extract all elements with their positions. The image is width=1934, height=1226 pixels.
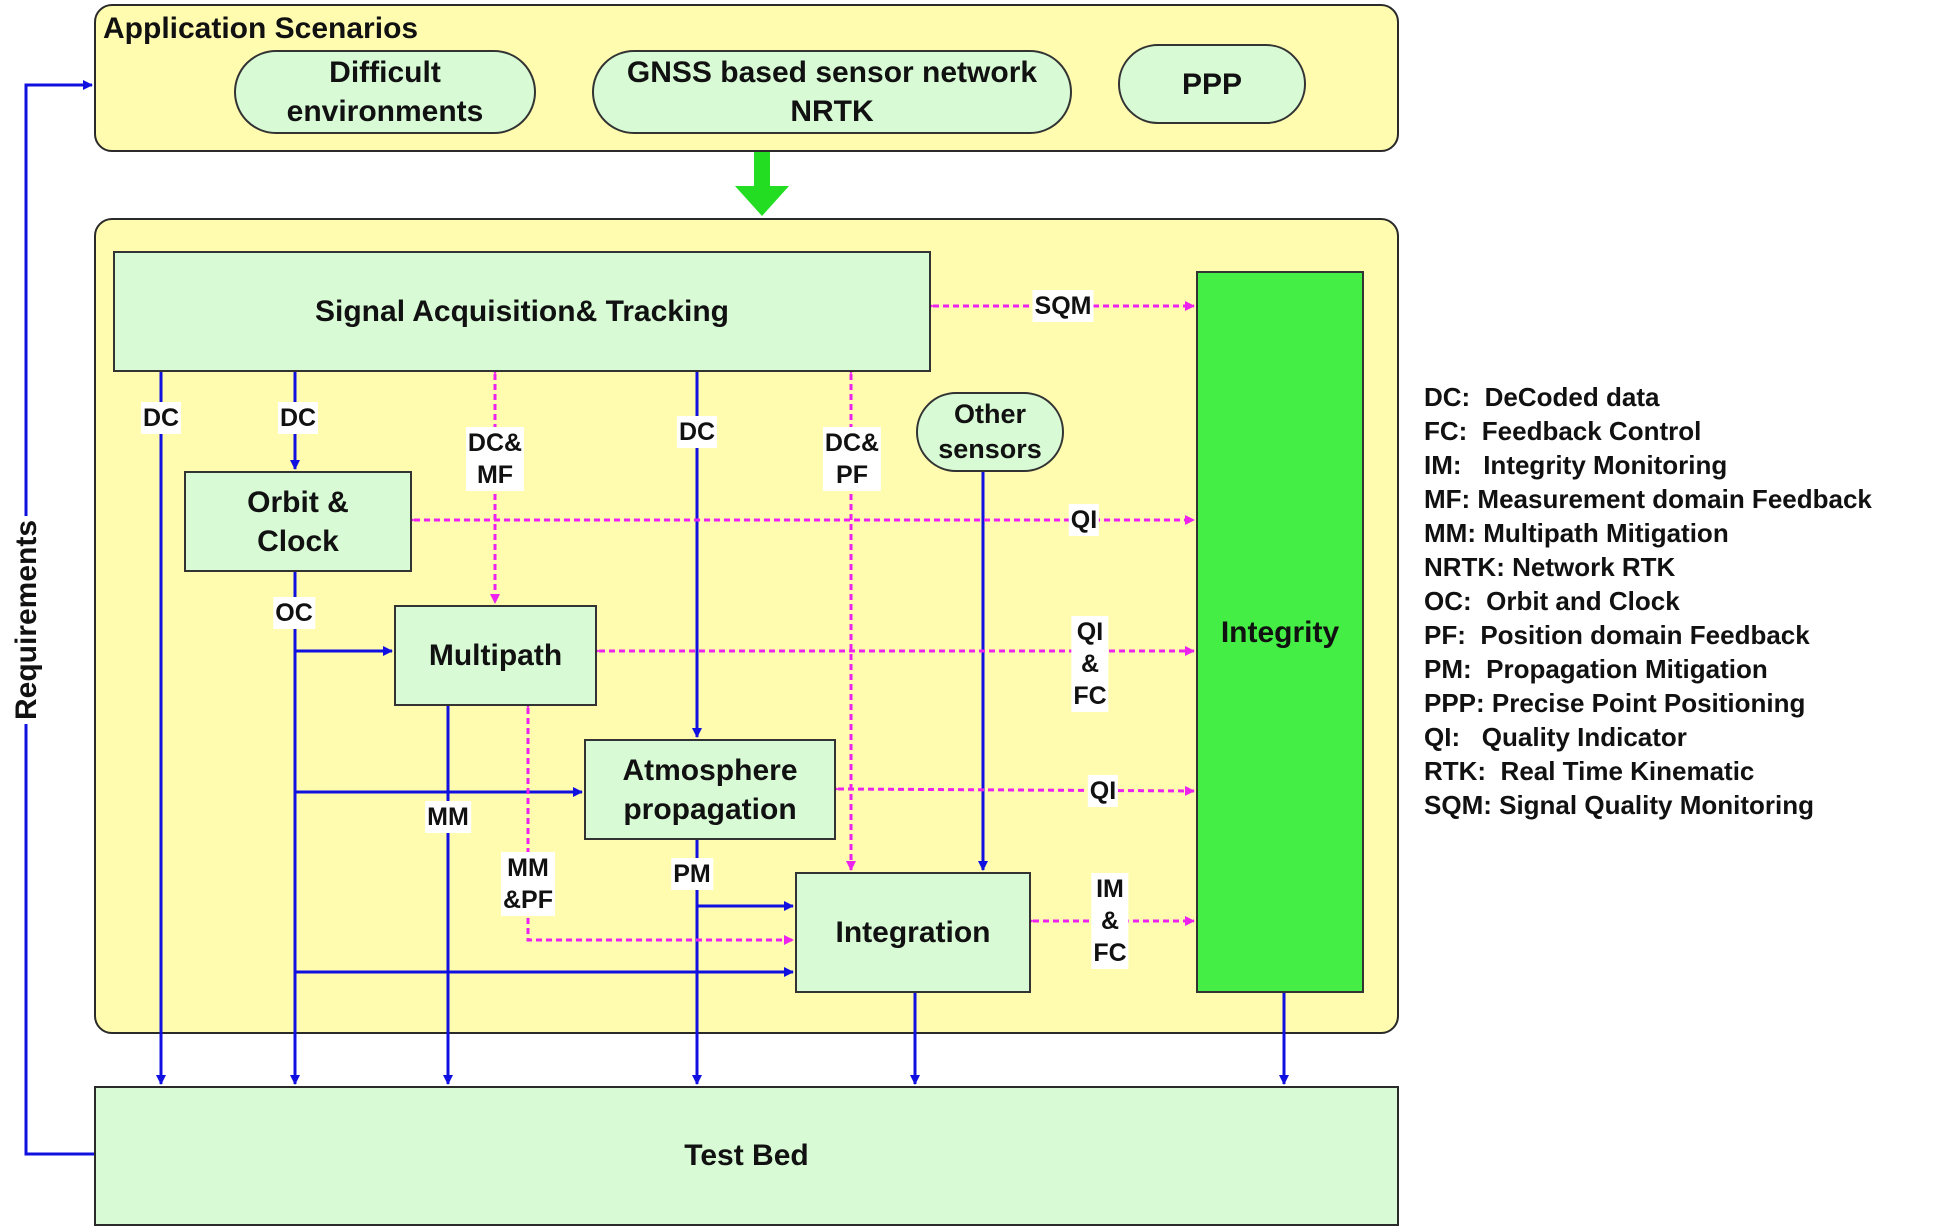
legend-item: NRTK: Network RTK — [1424, 552, 1676, 582]
label-oc: OC — [273, 597, 315, 629]
legend-item: SQM: Signal Quality Monitoring — [1424, 790, 1814, 820]
requirements-label: Requirements — [10, 515, 44, 725]
other-sensors-node[interactable]: Other sensors — [916, 392, 1064, 472]
signal-acquisition-tracking-block[interactable]: Signal Acquisition& Tracking — [113, 251, 931, 372]
scenario-gnss-sensor-network[interactable]: GNSS based sensor network NRTK — [592, 50, 1072, 134]
integrity-block[interactable]: Integrity — [1196, 271, 1364, 993]
label-dc-pf: DC& PF — [822, 427, 882, 491]
label-dc-3: DC — [676, 416, 718, 448]
label-im-fc: IM & FC — [1091, 873, 1129, 969]
test-bed-label: Test Bed — [684, 1139, 809, 1172]
label-dc-mf: DC& MF — [465, 427, 525, 491]
legend-item: OC: Orbit and Clock — [1424, 586, 1680, 616]
scenario-down-arrow-icon — [735, 152, 789, 216]
orbit-clock-block[interactable]: Orbit & Clock — [184, 471, 412, 572]
multipath-block[interactable]: Multipath — [394, 605, 597, 706]
label-dc-2: DC — [277, 402, 319, 434]
atmosphere-propagation-block[interactable]: Atmosphere propagation — [584, 739, 836, 840]
label-mm-pf: MM &PF — [501, 852, 555, 916]
legend-item: MM: Multipath Mitigation — [1424, 518, 1729, 548]
legend-item: FC: Feedback Control — [1424, 416, 1702, 446]
application-scenarios-title: Application Scenarios — [103, 12, 419, 45]
test-bed-block[interactable]: Test Bed — [94, 1086, 1399, 1226]
label-qi-orbit: QI — [1068, 504, 1100, 536]
label-pm: PM — [671, 858, 713, 890]
legend-item: RTK: Real Time Kinematic — [1424, 756, 1755, 786]
label-mm: MM — [425, 801, 471, 833]
legend-item: IM: Integrity Monitoring — [1424, 450, 1728, 480]
label-qi-fc: QI & FC — [1071, 616, 1109, 712]
legend-item: DC: DeCoded data — [1424, 382, 1660, 412]
legend-item: PF: Position domain Feedback — [1424, 620, 1810, 650]
legend-item: QI: Quality Indicator — [1424, 722, 1687, 752]
label-qi-atmos: QI — [1087, 775, 1119, 807]
label-dc-1: DC — [140, 402, 182, 434]
scenario-difficult-environments[interactable]: Difficult environments — [234, 50, 536, 134]
legend-item: PPP: Precise Point Positioning — [1424, 688, 1806, 718]
legend-item: PM: Propagation Mitigation — [1424, 654, 1768, 684]
abbreviation-legend: DC: DeCoded data FC: Feedback Control IM… — [1424, 380, 1872, 822]
scenario-ppp[interactable]: PPP — [1118, 44, 1306, 124]
label-sqm: SQM — [1032, 290, 1094, 322]
legend-item: MF: Measurement domain Feedback — [1424, 484, 1872, 514]
integration-block[interactable]: Integration — [795, 872, 1031, 993]
